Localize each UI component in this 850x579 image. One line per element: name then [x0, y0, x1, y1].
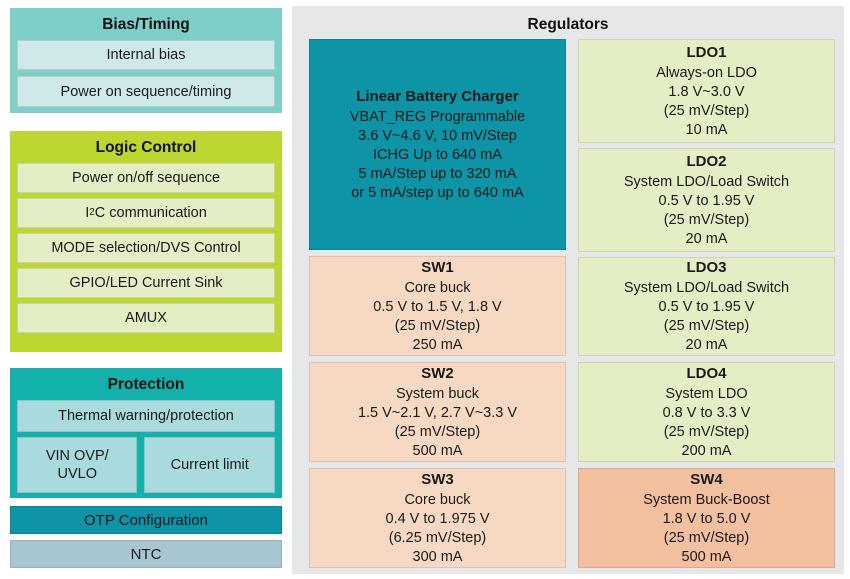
group-title-bias-timing: Bias/Timing: [102, 16, 190, 33]
protection-row: VIN OVP/ UVLO Current limit: [17, 437, 275, 493]
sw4-line-3: (25 mV/Step): [663, 529, 750, 546]
block-internal-bias: Internal bias: [17, 40, 275, 70]
charger-line-4: 5 mA/Step up to 320 mA: [358, 165, 517, 182]
sw2-title: SW2: [421, 364, 454, 382]
ldo4-line-3: (25 mV/Step): [663, 423, 750, 440]
ldo2-line-4: 20 mA: [685, 230, 728, 247]
ntc-label: NTC: [130, 545, 162, 563]
block-ntc: NTC: [10, 540, 282, 568]
sw4-line-4: 500 mA: [681, 548, 732, 565]
block-sw3: SW3 Core buck 0.4 V to 1.975 V (6.25 mV/…: [309, 468, 566, 568]
sw1-line-3: (25 mV/Step): [394, 317, 481, 334]
sw3-line-3: (6.25 mV/Step): [388, 529, 487, 546]
ldo2-line-2: 0.5 V to 1.95 V: [658, 192, 755, 209]
block-gpio-led-current-sink: GPIO/LED Current Sink: [17, 268, 275, 298]
ldo4-line-1: System LDO: [665, 385, 748, 402]
block-mode-selection-dvs-control: MODE selection/DVS Control: [17, 233, 275, 263]
i2c-label-post: C communication: [94, 205, 207, 221]
ldo3-line-3: (25 mV/Step): [663, 318, 750, 334]
sw4-line-1: System Buck-Boost: [643, 491, 770, 508]
ldo1-line-4: 10 mA: [685, 121, 728, 138]
sw4-title: SW4: [690, 470, 723, 488]
block-sw2: SW2 System buck 1.5 V~2.1 V, 2.7 V~3.3 V…: [309, 362, 566, 462]
charger-line-3: ICHG Up to 640 mA: [373, 146, 502, 163]
ldo3-title: LDO3: [686, 259, 727, 276]
i2c-label-pre: I: [85, 205, 90, 221]
ldo1-line-1: Always-on LDO: [656, 64, 757, 81]
sw3-title: SW3: [421, 470, 454, 488]
charger-line-5: or 5 mA/step up to 640 mA: [351, 184, 524, 201]
charger-line-2: 3.6 V~4.6 V, 10 mV/Step: [358, 127, 517, 144]
vin-ovp-line1: VIN OVP/: [45, 448, 109, 464]
ldo1-title: LDO1: [686, 43, 727, 61]
sw3-line-1: Core buck: [404, 491, 471, 508]
sw4-line-2: 1.8 V to 5.0 V: [662, 510, 751, 527]
panel-title-regulators: Regulators: [527, 16, 609, 33]
block-vin-ovp-uvlo: VIN OVP/ UVLO: [17, 437, 138, 493]
block-ldo3: LDO3 System LDO/Load Switch 0.5 V to 1.9…: [578, 257, 835, 356]
block-ldo2: LDO2 System LDO/Load Switch 0.5 V to 1.9…: [578, 148, 835, 252]
sw1-line-4: 250 mA: [412, 336, 463, 353]
sw2-line-2: 1.5 V~2.1 V, 2.7 V~3.3 V: [357, 404, 518, 421]
ldo2-line-3: (25 mV/Step): [663, 211, 750, 228]
ldo3-line-2: 0.5 V to 1.95 V: [658, 299, 755, 315]
ldo2-line-1: System LDO/Load Switch: [623, 173, 790, 190]
charger-title: Linear Battery Charger: [356, 87, 519, 105]
ldo4-title: LDO4: [686, 364, 727, 382]
block-linear-battery-charger: Linear Battery Charger VBAT_REG Programm…: [309, 39, 566, 250]
sw1-line-1: Core buck: [404, 279, 471, 296]
sw3-line-2: 0.4 V to 1.975 V: [385, 510, 490, 527]
otp-configuration-label: OTP Configuration: [84, 511, 208, 529]
ldo2-title: LDO2: [686, 152, 727, 170]
sw2-line-4: 500 mA: [412, 442, 463, 459]
charger-line-1: VBAT_REG Programmable: [349, 108, 526, 125]
group-protection: Protection Thermal warning/protection VI…: [10, 368, 282, 498]
sw1-line-2: 0.5 V to 1.5 V, 1.8 V: [373, 298, 502, 315]
ldo4-line-4: 200 mA: [681, 442, 732, 459]
block-sw1: SW1 Core buck 0.5 V to 1.5 V, 1.8 V (25 …: [309, 256, 566, 356]
ldo3-line-1: System LDO/Load Switch: [623, 280, 790, 296]
group-title-protection: Protection: [107, 376, 185, 393]
block-amux: AMUX: [17, 303, 275, 333]
panel-regulators: Regulators Linear Battery Charger VBAT_R…: [292, 6, 844, 574]
sw3-line-4: 300 mA: [412, 548, 463, 565]
ldo1-line-3: (25 mV/Step): [663, 102, 750, 119]
block-sw4: SW4 System Buck-Boost 1.8 V to 5.0 V (25…: [578, 468, 835, 568]
block-ldo1: LDO1 Always-on LDO 1.8 V~3.0 V (25 mV/St…: [578, 39, 835, 143]
ldo3-line-4: 20 mA: [685, 337, 728, 353]
block-current-limit: Current limit: [144, 437, 275, 493]
sw2-line-3: (25 mV/Step): [394, 423, 481, 440]
block-power-on-sequence-timing: Power on sequence/timing: [17, 76, 275, 107]
group-title-logic-control: Logic Control: [95, 139, 197, 156]
group-bias-timing: Bias/Timing Internal bias Power on seque…: [10, 8, 282, 113]
sw2-line-1: System buck: [396, 385, 479, 402]
sw1-title: SW1: [421, 258, 454, 276]
ldo4-line-2: 0.8 V to 3.3 V: [662, 404, 751, 421]
block-ldo4: LDO4 System LDO 0.8 V to 3.3 V (25 mV/St…: [578, 362, 835, 462]
block-otp-configuration: OTP Configuration: [10, 506, 282, 534]
block-power-on-off-sequence: Power on/off sequence: [17, 163, 275, 193]
ldo1-line-2: 1.8 V~3.0 V: [668, 83, 745, 100]
vin-ovp-line2: UVLO: [57, 466, 97, 482]
block-thermal-warning-protection: Thermal warning/protection: [17, 400, 275, 432]
